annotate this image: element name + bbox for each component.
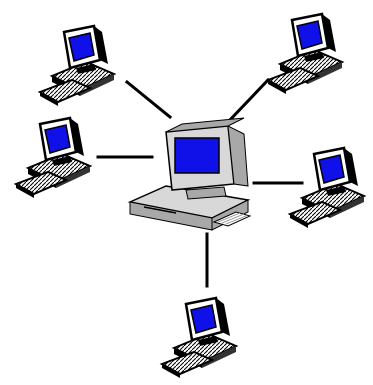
workstation-bottom [162,298,236,378]
workstation-icon [16,118,90,198]
workstation-icon [290,148,364,228]
server-computer [130,118,250,230]
workstation-middle-right [290,148,364,228]
workstation-icon [162,298,236,378]
workstation-icon [268,14,342,94]
link-top-left [127,82,170,117]
link-top-right [228,80,268,122]
workstation-middle-left [16,118,90,198]
workstation-top-left [40,26,114,106]
workstation-icon [40,26,114,106]
desktop-computer-icon [130,118,250,230]
workstation-top-right [268,14,342,94]
